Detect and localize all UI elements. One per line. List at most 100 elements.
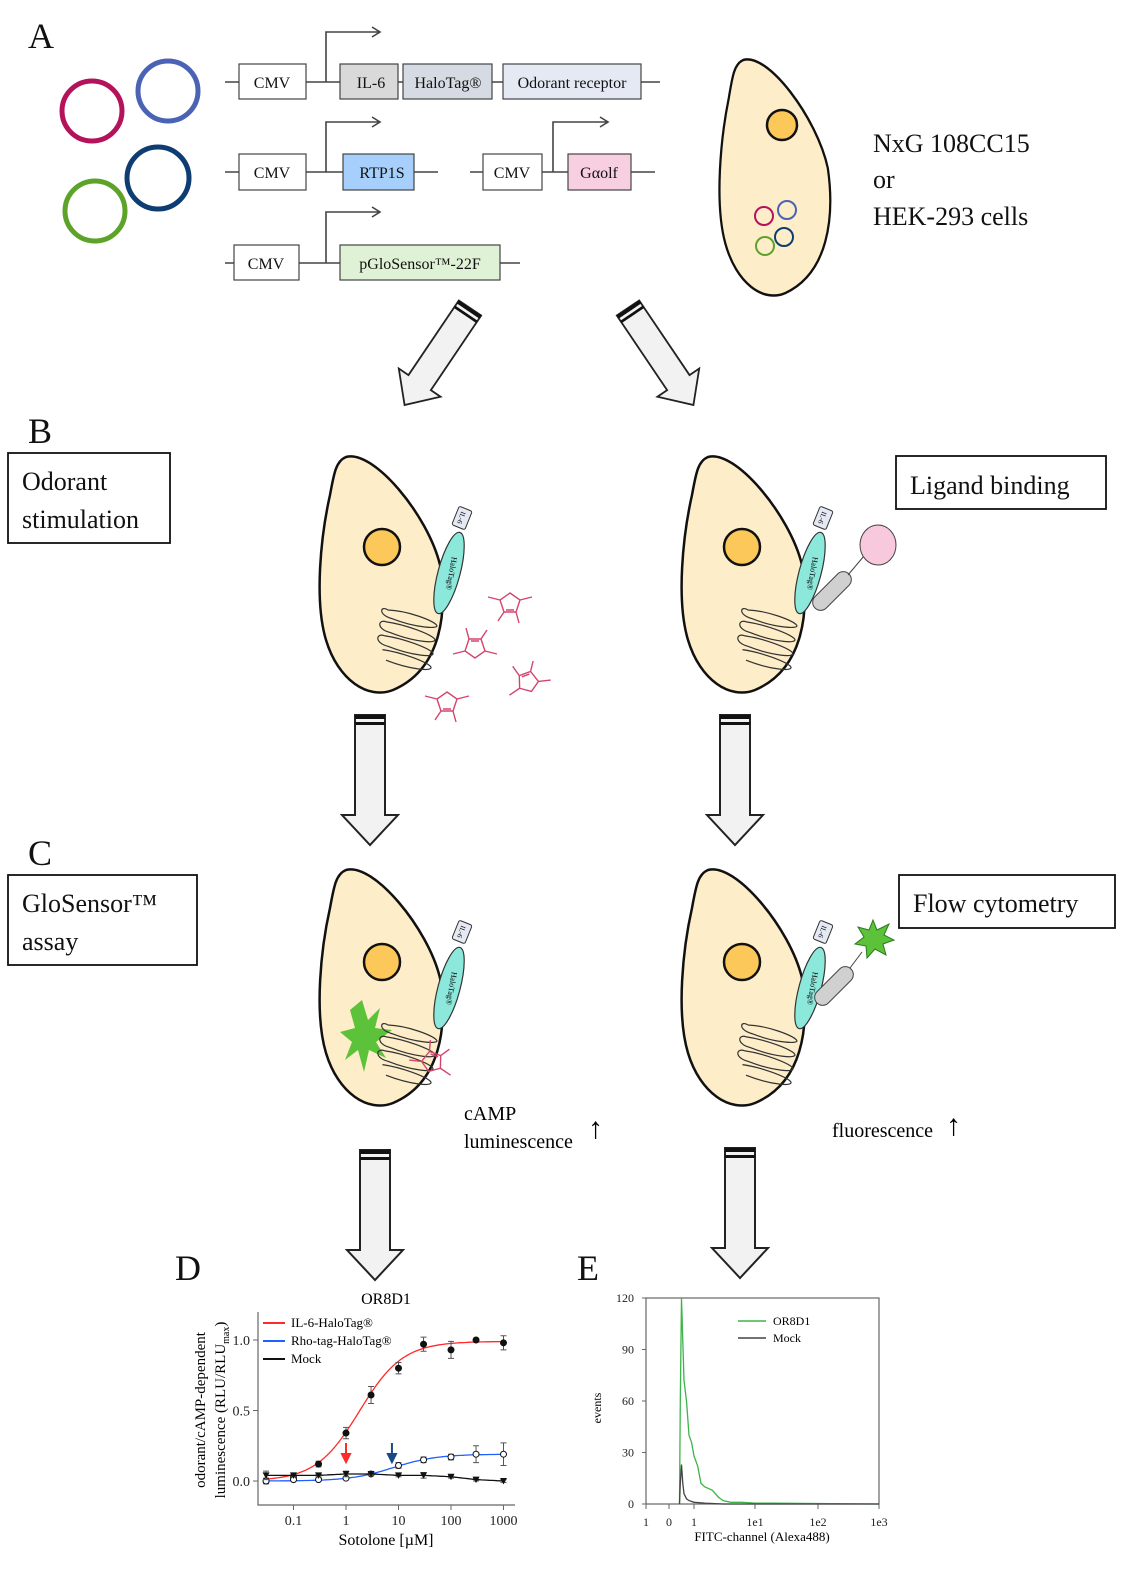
data-point <box>472 1450 480 1458</box>
y-tick-label: 120 <box>616 1291 634 1305</box>
data-point <box>367 1470 375 1478</box>
arrow-down-left-icon <box>382 293 492 420</box>
data-point <box>367 1391 375 1399</box>
y-tick-label: 0 <box>628 1497 634 1511</box>
arrow-down-icon <box>341 714 399 846</box>
plasmid-darkblue-icon <box>124 144 192 212</box>
data-point <box>420 1340 428 1348</box>
gene-halotag: HaloTag® <box>414 75 481 92</box>
x-tick-label: 1 <box>343 1514 350 1529</box>
arrow-down-icon <box>706 714 764 846</box>
data-point <box>447 1453 455 1461</box>
x-tick-label: 1e1 <box>746 1515 763 1529</box>
plasmid-blue-icon <box>135 58 201 124</box>
il6-tag-label: IL-6 <box>455 924 467 939</box>
data-point <box>500 1339 507 1347</box>
arrow-down-right-icon <box>606 293 716 420</box>
promoter-cmv: CMV <box>494 165 531 182</box>
fluorescence-label: fluorescence <box>832 1120 933 1142</box>
x-tick-label: 1000 <box>490 1514 518 1529</box>
annotation-arrow-icon <box>340 1443 352 1465</box>
data-point <box>342 1429 350 1437</box>
data-point <box>262 1472 270 1479</box>
data-point <box>500 1478 507 1485</box>
chart-d-title: OR8D1 <box>361 1291 411 1308</box>
cell-glosensor: HaloTag® IL-6 <box>318 868 473 1107</box>
chart-d-xlabel: Sotolone [µM] <box>339 1532 434 1549</box>
x-tick-label: 1e2 <box>809 1515 826 1529</box>
arrow-down-icon <box>346 1149 404 1281</box>
promoter-cmv: CMV <box>254 165 291 182</box>
data-point <box>395 1364 402 1372</box>
luminescence-label: luminescence <box>464 1131 573 1153</box>
transfected-cell <box>718 58 832 297</box>
luminescence-star-icon <box>340 1000 392 1072</box>
data-point <box>315 1460 323 1468</box>
x-tick-label: 10 <box>392 1514 406 1529</box>
data-point <box>342 1470 350 1478</box>
construct-rtp1s: CMV RTP1S <box>225 116 438 191</box>
cell-ligand-binding: HaloTag® IL-6 <box>680 455 897 694</box>
y-tick-label: 30 <box>622 1446 634 1460</box>
glosensor-assay-label-1: GloSensor™ <box>22 889 157 918</box>
data-point <box>500 1450 507 1458</box>
gene-glosensor: pGloSensor™-22F <box>359 256 481 273</box>
cell-line-1: NxG 108CC15 <box>873 129 1030 158</box>
data-point <box>290 1472 297 1479</box>
camp-label: cAMP <box>464 1103 516 1125</box>
odorant-stimulation-label-2: stimulation <box>22 505 139 534</box>
cell-line-or: or <box>873 165 895 194</box>
up-arrow-icon: ↑ <box>588 1112 603 1145</box>
x-tick-label: 0.1 <box>285 1514 303 1529</box>
il6-tag-label: IL-6 <box>816 924 828 939</box>
series-curve-2 <box>266 1473 503 1482</box>
construct-glosensor: CMV pGloSensor™-22F <box>225 206 520 281</box>
y-tick-label: 60 <box>622 1394 634 1408</box>
chart-d-ylabel-1: odorant/cAMP-dependent <box>193 1331 209 1488</box>
up-arrow-icon: ↑ <box>946 1109 961 1142</box>
y-tick-label: 0.0 <box>233 1475 251 1490</box>
y-tick-label: 1.0 <box>233 1334 251 1349</box>
panel-label-e: E <box>577 1248 599 1288</box>
gene-il6: IL-6 <box>357 75 385 92</box>
cell-odorant-stimulation: HaloTag® IL-6 <box>318 455 553 723</box>
data-point <box>472 1476 480 1484</box>
cell-flow-cytometry: HaloTag® IL-6 <box>680 868 896 1107</box>
promoter-cmv: CMV <box>254 75 291 92</box>
y-tick-label: 0.5 <box>233 1405 251 1420</box>
fluorescence-star-icon <box>853 918 896 960</box>
ligand-icon <box>859 524 897 566</box>
data-point <box>420 1472 428 1479</box>
legend-label: Mock <box>291 1351 322 1366</box>
legend-label: Rho-tag-HaloTag® <box>291 1333 392 1348</box>
panel-label-a: A <box>28 16 54 56</box>
gene-golf: Gαolf <box>580 165 618 182</box>
construct-golf: CMV Gαolf <box>470 116 655 191</box>
annotation-arrow-icon <box>386 1443 398 1465</box>
ligand-binding-label: Ligand binding <box>910 471 1070 500</box>
panel-label-d: D <box>175 1248 201 1288</box>
sotolone-molecules <box>424 592 553 723</box>
chart-d-ylabel-2: luminescence (RLU/RLUmax) <box>213 1322 232 1499</box>
x-tick-label: 1 <box>643 1515 649 1529</box>
data-point <box>395 1461 402 1469</box>
x-tick-label: 100 <box>441 1514 462 1529</box>
panel-label-b: B <box>28 411 52 451</box>
x-tick-label: 1 <box>691 1515 697 1529</box>
chart-e-ylabel: events <box>590 1392 604 1423</box>
cell-line-2: HEK-293 cells <box>873 202 1028 231</box>
plasmid-magenta-icon <box>59 78 125 144</box>
histogram-1 <box>678 1464 879 1505</box>
glosensor-assay-label-2: assay <box>22 927 78 956</box>
flow-cytometry-label: Flow cytometry <box>913 889 1078 918</box>
arrow-down-icon <box>711 1147 769 1279</box>
data-point <box>447 1346 455 1354</box>
data-point <box>420 1456 428 1464</box>
odorant-stimulation-label-1: Odorant <box>22 467 108 496</box>
legend-label: Mock <box>773 1331 801 1345</box>
x-tick-label: 0 <box>666 1515 672 1529</box>
series-curve-1 <box>266 1453 503 1482</box>
promoter-cmv: CMV <box>248 256 285 273</box>
